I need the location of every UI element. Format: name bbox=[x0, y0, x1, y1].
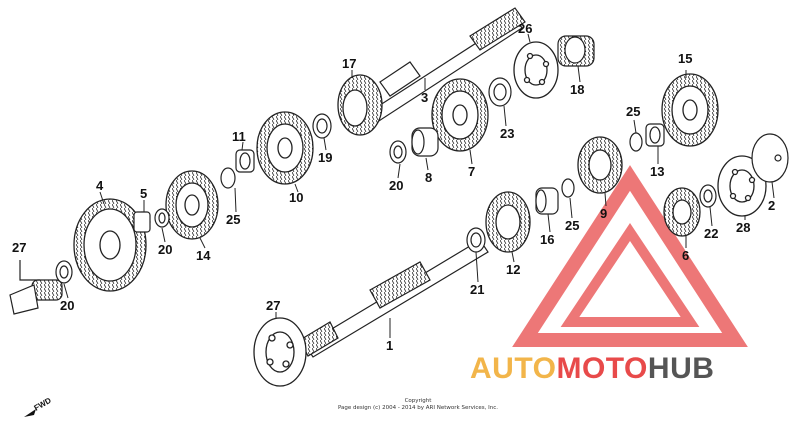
gear-12 bbox=[485, 191, 531, 253]
bushing-16 bbox=[535, 187, 559, 215]
callout-2: 2 bbox=[768, 198, 775, 213]
washer-21 bbox=[389, 140, 407, 164]
callout-5: 5 bbox=[140, 186, 147, 201]
callout-25-right: 25 bbox=[626, 104, 640, 119]
callout-6: 6 bbox=[682, 248, 689, 263]
watermark-moto: MOTO bbox=[556, 352, 648, 385]
callout-8: 8 bbox=[425, 170, 432, 185]
callout-4: 4 bbox=[96, 178, 104, 193]
callout-1: 1 bbox=[386, 338, 393, 353]
callout-13: 13 bbox=[650, 164, 664, 179]
needle-bearing-27 bbox=[9, 260, 63, 315]
callout-27: 27 bbox=[12, 240, 26, 255]
bearing-26 bbox=[513, 41, 559, 99]
callout-25-mid: 25 bbox=[565, 218, 579, 233]
callout-18: 18 bbox=[570, 82, 584, 97]
watermark-logo: AUTOMOTOHUB bbox=[470, 352, 714, 386]
callout-26: 26 bbox=[518, 21, 532, 36]
circlip-25-left bbox=[220, 167, 236, 189]
callouts: 4 5 27 20 20 14 25 11 10 19 17 3 20 8 7 … bbox=[12, 21, 775, 353]
watermark-hub: HUB bbox=[647, 352, 715, 385]
copyright-line1: Copyright bbox=[404, 398, 432, 404]
washer-19 bbox=[312, 113, 332, 139]
watermark-auto: AUTO bbox=[470, 352, 557, 385]
callout-7: 7 bbox=[468, 164, 475, 179]
mainshaft-1 bbox=[299, 239, 489, 358]
bushing-11 bbox=[235, 149, 255, 173]
cover-2 bbox=[751, 133, 789, 183]
callout-25-left: 25 bbox=[226, 212, 240, 227]
gear-10 bbox=[256, 111, 314, 185]
leader-lines bbox=[63, 33, 775, 338]
bushing-8 bbox=[411, 127, 439, 157]
callout-28: 27 bbox=[266, 298, 280, 313]
fwd-arrow-icon: FWD bbox=[24, 396, 53, 417]
gear-6 bbox=[663, 187, 701, 237]
fwd-indicator: FWD bbox=[22, 395, 72, 426]
bearing-28 bbox=[253, 317, 307, 387]
circlip-25-mid bbox=[561, 178, 575, 198]
bearing-29 bbox=[717, 155, 767, 217]
callout-12: 12 bbox=[506, 262, 520, 277]
callout-29: 28 bbox=[736, 220, 750, 235]
callout-11: 11 bbox=[232, 129, 246, 144]
callout-21: 20 bbox=[389, 178, 403, 193]
callout-17: 17 bbox=[342, 56, 356, 71]
callout-23: 22 bbox=[704, 226, 718, 241]
gear-9 bbox=[577, 136, 623, 194]
washer-23 bbox=[699, 184, 717, 208]
washer-22 bbox=[466, 227, 486, 253]
callout-15: 15 bbox=[678, 51, 692, 66]
bushing-13 bbox=[645, 123, 665, 147]
gear-4 bbox=[73, 198, 147, 292]
callout-22: 21 bbox=[470, 282, 484, 297]
gear-7 bbox=[431, 78, 489, 152]
copyright-line2: Page design (c) 2004 - 2014 by ARI Netwo… bbox=[337, 405, 499, 411]
bushing-5 bbox=[133, 211, 151, 233]
gear-17 bbox=[337, 74, 383, 136]
gear-14 bbox=[165, 170, 219, 240]
callout-10: 10 bbox=[289, 190, 303, 205]
callout-14: 14 bbox=[196, 248, 211, 263]
needle-bearing-18 bbox=[557, 35, 595, 67]
callout-19: 19 bbox=[318, 150, 332, 165]
callout-9: 9 bbox=[600, 206, 607, 221]
callout-24: 23 bbox=[500, 126, 514, 141]
washer-24 bbox=[488, 77, 512, 107]
callout-16: 16 bbox=[540, 232, 554, 247]
washer-20 bbox=[154, 208, 170, 228]
circlip-25-right bbox=[629, 132, 643, 152]
callout-3: 3 bbox=[421, 90, 428, 105]
watermark-triangle bbox=[512, 165, 748, 347]
countershaft-3 bbox=[359, 7, 526, 129]
washer-20-left bbox=[55, 260, 73, 284]
gear-15 bbox=[661, 73, 719, 147]
copyright-notice: Copyright Page design (c) 2004 - 2014 by… bbox=[318, 398, 518, 412]
callout-20: 20 bbox=[158, 242, 172, 257]
callout-20-left: 20 bbox=[60, 298, 74, 313]
fwd-label: FWD bbox=[33, 396, 53, 413]
